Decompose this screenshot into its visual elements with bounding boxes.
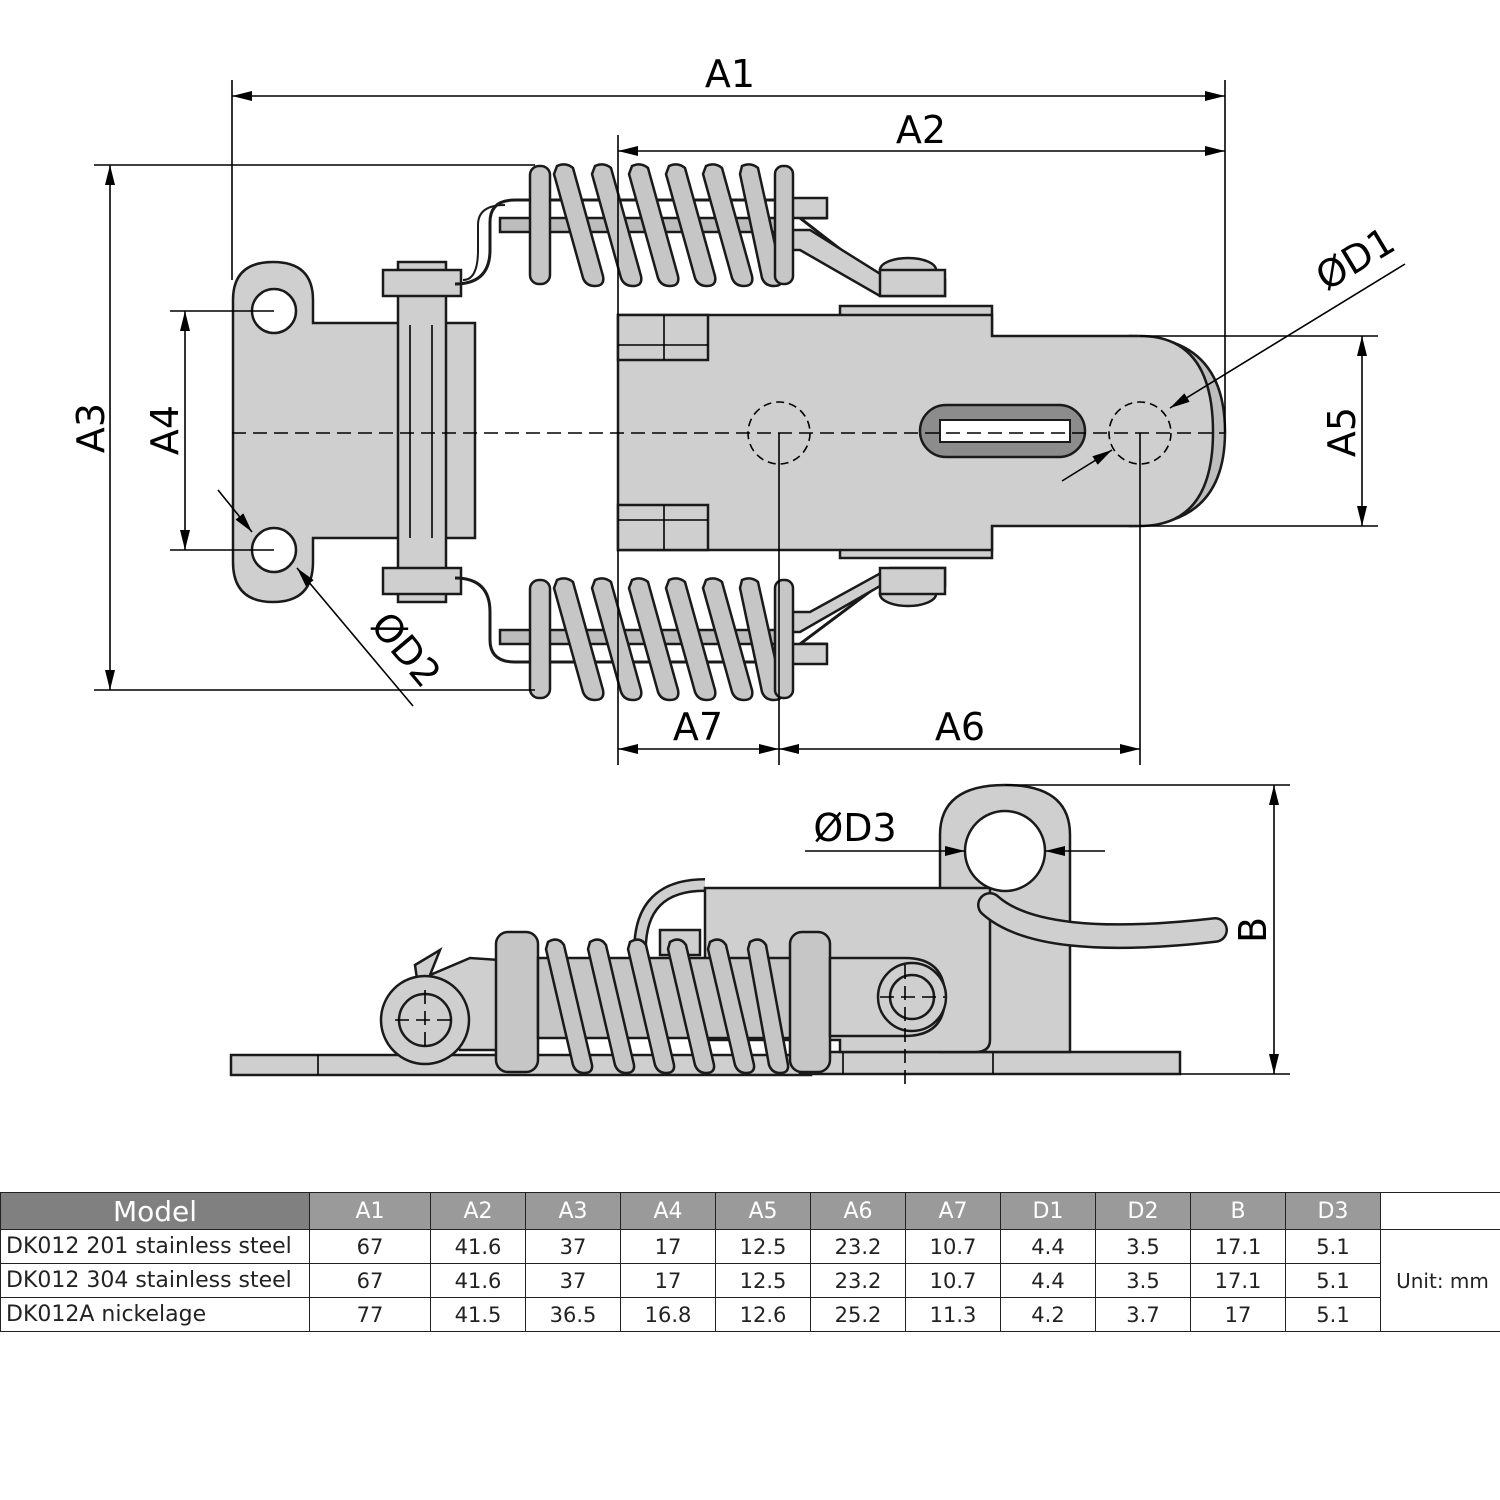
- label-b: B: [1231, 917, 1275, 943]
- label-d2: ØD2: [362, 604, 449, 696]
- table-header-row: Model A1 A2 A3 A4 A5 A6 A7 D1 D2 B D3: [0, 1192, 1500, 1230]
- header-a5: A5: [715, 1192, 811, 1230]
- latch-technical-drawing: A1 A2 A3 A4 A5 A7 A6 ØD1 Ø: [69, 52, 1406, 1090]
- upper-spring: [528, 163, 795, 288]
- cell: 12.6: [715, 1297, 811, 1332]
- header-a4: A4: [620, 1192, 716, 1230]
- cell: 17: [1190, 1297, 1286, 1332]
- cell: 17.1: [1190, 1229, 1286, 1264]
- header-model: Model: [0, 1192, 310, 1230]
- label-d1: ØD1: [1308, 219, 1402, 300]
- label-a2: A2: [896, 108, 946, 152]
- cell: 5.1: [1285, 1297, 1381, 1332]
- cell: 41.6: [430, 1229, 526, 1264]
- cell: 23.2: [810, 1263, 906, 1298]
- cell: 36.5: [525, 1297, 621, 1332]
- cell: 25.2: [810, 1297, 906, 1332]
- side-view: [229, 783, 1228, 1090]
- cell: 23.2: [810, 1229, 906, 1264]
- spec-table: Model A1 A2 A3 A4 A5 A6 A7 D1 D2 B D3 DK…: [0, 1192, 1500, 1332]
- header-blank: [1380, 1192, 1500, 1230]
- cell: 3.5: [1095, 1263, 1191, 1298]
- cell: 16.8: [620, 1297, 716, 1332]
- cell: 4.4: [1000, 1229, 1096, 1264]
- cell: 77: [309, 1297, 431, 1332]
- table-row: DK012 304 stainless steel 67 41.6 37 17 …: [0, 1263, 1500, 1298]
- cell: 67: [309, 1229, 431, 1264]
- hidden-hole-d1: [1108, 401, 1172, 465]
- header-a2: A2: [430, 1192, 526, 1230]
- hinge-rod: [396, 260, 448, 604]
- label-a3: A3: [69, 403, 113, 453]
- side-dimensions: B ØD3: [805, 784, 1290, 1075]
- cell: 67: [309, 1263, 431, 1298]
- unit-label: Unit: mm: [1380, 1229, 1500, 1332]
- table-row: DK012A nickelage 77 41.5 36.5 16.8 12.6 …: [0, 1297, 1500, 1332]
- side-spring: [494, 930, 832, 1075]
- lower-spring: [528, 577, 795, 702]
- header-d1: D1: [1000, 1192, 1096, 1230]
- cell: 3.7: [1095, 1297, 1191, 1332]
- cell: 10.7: [905, 1263, 1001, 1298]
- cell: 17: [620, 1263, 716, 1298]
- label-a5: A5: [1320, 407, 1364, 457]
- cell: 5.1: [1285, 1229, 1381, 1264]
- table-row: DK012 201 stainless steel 67 41.6 37 17 …: [0, 1229, 1500, 1332]
- label-d3: ØD3: [813, 806, 896, 850]
- cell-model: DK012 304 stainless steel: [0, 1263, 310, 1298]
- header-b: B: [1190, 1192, 1286, 1230]
- lower-wire: [454, 576, 945, 664]
- label-a7: A7: [673, 705, 723, 749]
- hook-body: [616, 304, 1227, 560]
- cell: 4.2: [1000, 1297, 1096, 1332]
- label-a1: A1: [705, 52, 755, 96]
- cell: 11.3: [905, 1297, 1001, 1332]
- top-view: [231, 163, 1227, 702]
- cell: 17: [620, 1229, 716, 1264]
- cell: 37: [525, 1229, 621, 1264]
- header-a1: A1: [309, 1192, 431, 1230]
- cell: 12.5: [715, 1229, 811, 1264]
- label-a4: A4: [143, 405, 187, 455]
- cell-model: DK012 201 stainless steel: [0, 1229, 310, 1264]
- cell: 41.5: [430, 1297, 526, 1332]
- cell: 3.5: [1095, 1229, 1191, 1264]
- cell: 10.7: [905, 1229, 1001, 1264]
- header-a7: A7: [905, 1192, 1001, 1230]
- header-a3: A3: [525, 1192, 621, 1230]
- cell: 37: [525, 1263, 621, 1298]
- side-hole-d3: [963, 809, 1047, 893]
- cell: 41.6: [430, 1263, 526, 1298]
- cell: 4.4: [1000, 1263, 1096, 1298]
- header-d3: D3: [1285, 1192, 1381, 1230]
- cell: 17.1: [1190, 1263, 1286, 1298]
- cell: 12.5: [715, 1263, 811, 1298]
- header-a6: A6: [810, 1192, 906, 1230]
- cell-model: DK012A nickelage: [0, 1297, 310, 1332]
- side-hook-plate: [798, 1050, 1182, 1076]
- label-a6: A6: [935, 705, 985, 749]
- header-d2: D2: [1095, 1192, 1191, 1230]
- cell: 5.1: [1285, 1263, 1381, 1298]
